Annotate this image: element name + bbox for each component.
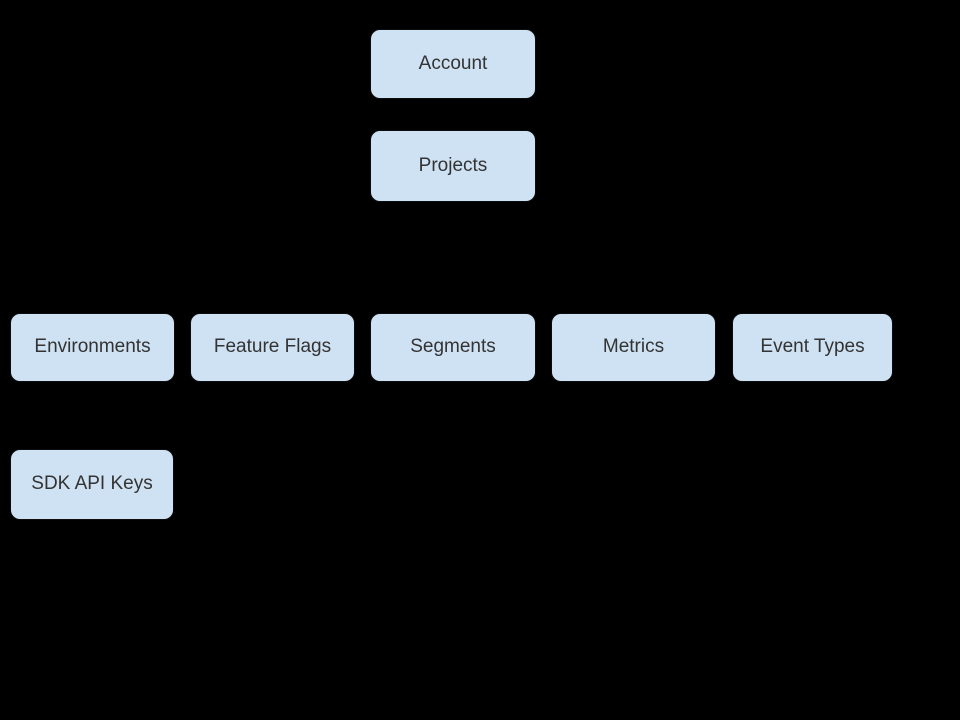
node-projects: Projects (370, 130, 536, 202)
node-metrics: Metrics (551, 313, 716, 382)
node-sdk-api-keys: SDK API Keys (10, 449, 174, 520)
node-event-types: Event Types (732, 313, 893, 382)
node-segments: Segments (370, 313, 536, 382)
node-feature-flags: Feature Flags (190, 313, 355, 382)
node-account: Account (370, 29, 536, 99)
node-environments: Environments (10, 313, 175, 382)
